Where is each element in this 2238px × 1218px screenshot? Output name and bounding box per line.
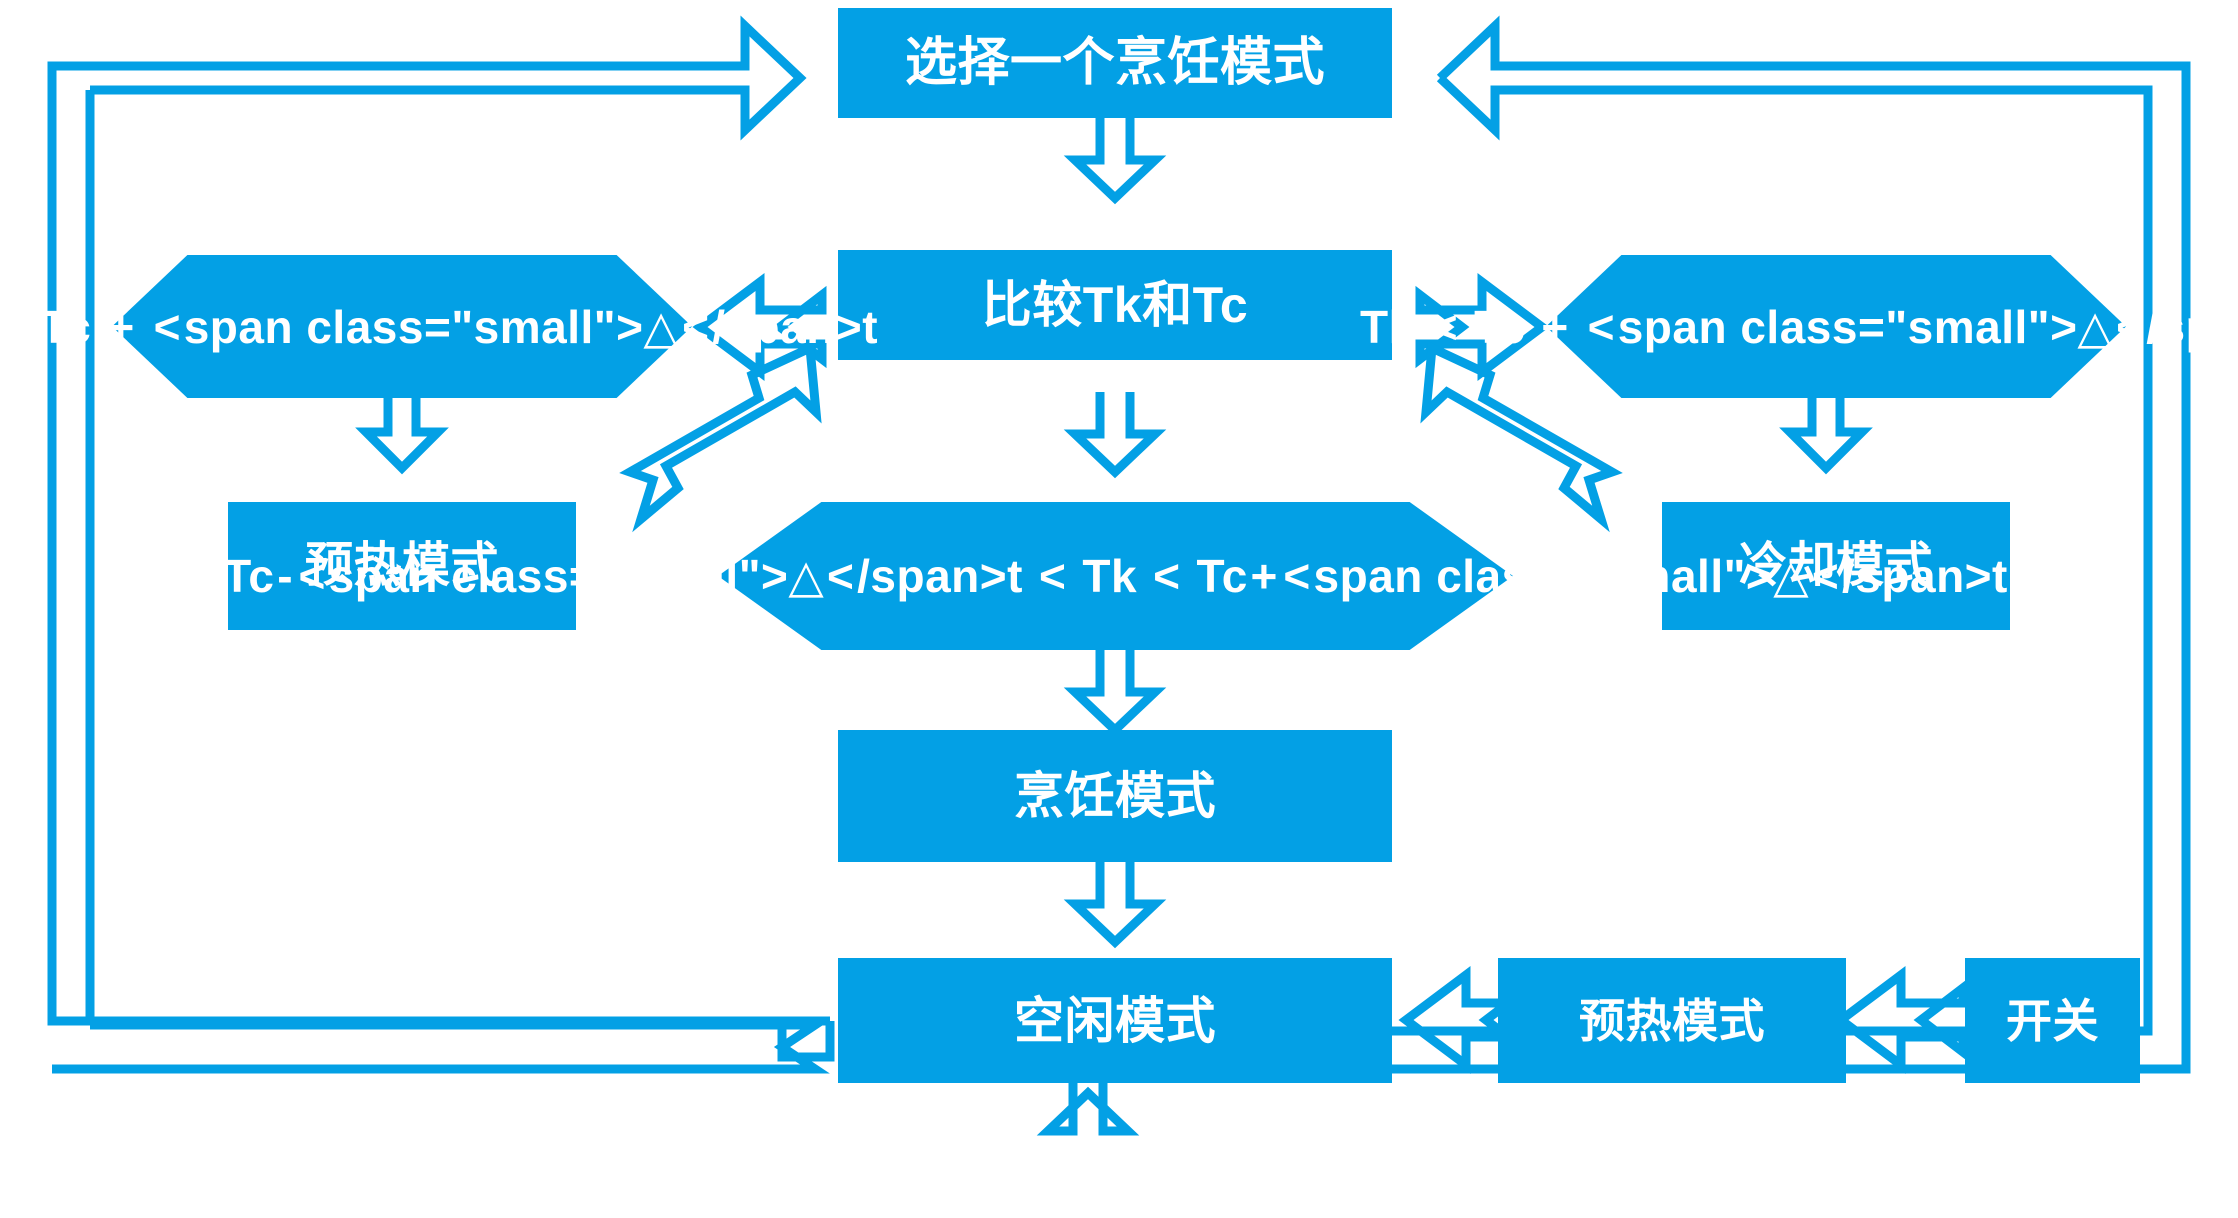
node-cond-right[interactable]: Tk < Tc + <span class="small">△</span>t <box>1360 255 2238 398</box>
node-cond-left-label: Tk < Tc + <span class="small">△</span>t <box>0 300 879 353</box>
node-cond-mid[interactable]: Tc-<span class="small">△</span>t < Tk < … <box>223 502 2007 650</box>
connector-compare-to-cond-mid <box>1063 392 1167 479</box>
node-preheat-left-label: 预热模式 <box>304 539 499 592</box>
connector-select-to-compare <box>1063 118 1167 205</box>
node-cond-mid-shape <box>718 502 1513 650</box>
node-idle-label: 空闲模式 <box>1014 992 1216 1049</box>
node-select-mode-label: 选择一个烹饪模式 <box>904 34 1325 92</box>
node-cond-right-shape <box>1546 255 2126 398</box>
node-cooking[interactable]: 烹饪模式 <box>838 730 1392 862</box>
node-preheat-bottom-label: 预热模式 <box>1579 994 1765 1047</box>
node-switch[interactable]: 开关 <box>1965 958 2140 1083</box>
connector-diagonal-arrow-right <box>1420 341 1623 533</box>
node-cooling-right-label: 冷却模式 <box>1738 539 1933 592</box>
connector-diagonal-arrow-left <box>619 341 822 533</box>
node-switch-label: 开关 <box>2006 994 2099 1047</box>
node-compare-label: 比较Tk和Tc <box>981 277 1249 333</box>
connector-left-bottom-line-upper <box>90 1020 830 1074</box>
connector-cooking-to-idle <box>1063 862 1167 949</box>
node-cooking-label: 烹饪模式 <box>1014 768 1216 824</box>
node-idle[interactable]: 空闲模式 <box>838 958 1392 1083</box>
node-cooling-right[interactable]: 冷却模式 <box>1662 502 2010 630</box>
node-compare[interactable]: 比较Tk和Tc <box>838 250 1392 360</box>
connector-switch-to-preheat-bottom <box>1833 966 1968 1074</box>
node-cond-left[interactable]: Tk < Tc + <span class="small">△</span>t <box>0 255 878 398</box>
connector-cond-mid-to-cooking <box>1063 650 1167 737</box>
connector-idle-to-select-inner-left <box>777 1021 835 1062</box>
node-cond-left-shape <box>112 255 692 398</box>
node-preheat-bottom[interactable]: 预热模式 <box>1498 958 1846 1083</box>
node-cond-mid-label: Tc-<span class="small">△</span>t < Tk < … <box>223 550 2008 602</box>
node-preheat-left[interactable]: 预热模式 <box>228 502 576 630</box>
node-cond-right-label: Tk < Tc + <span class="small">△</span>t <box>1360 300 2238 353</box>
connector-cond-left-to-preheat <box>355 398 449 475</box>
node-select-mode[interactable]: 选择一个烹饪模式 <box>838 8 1392 118</box>
connector-cond-right-to-cooling <box>1779 398 1873 475</box>
